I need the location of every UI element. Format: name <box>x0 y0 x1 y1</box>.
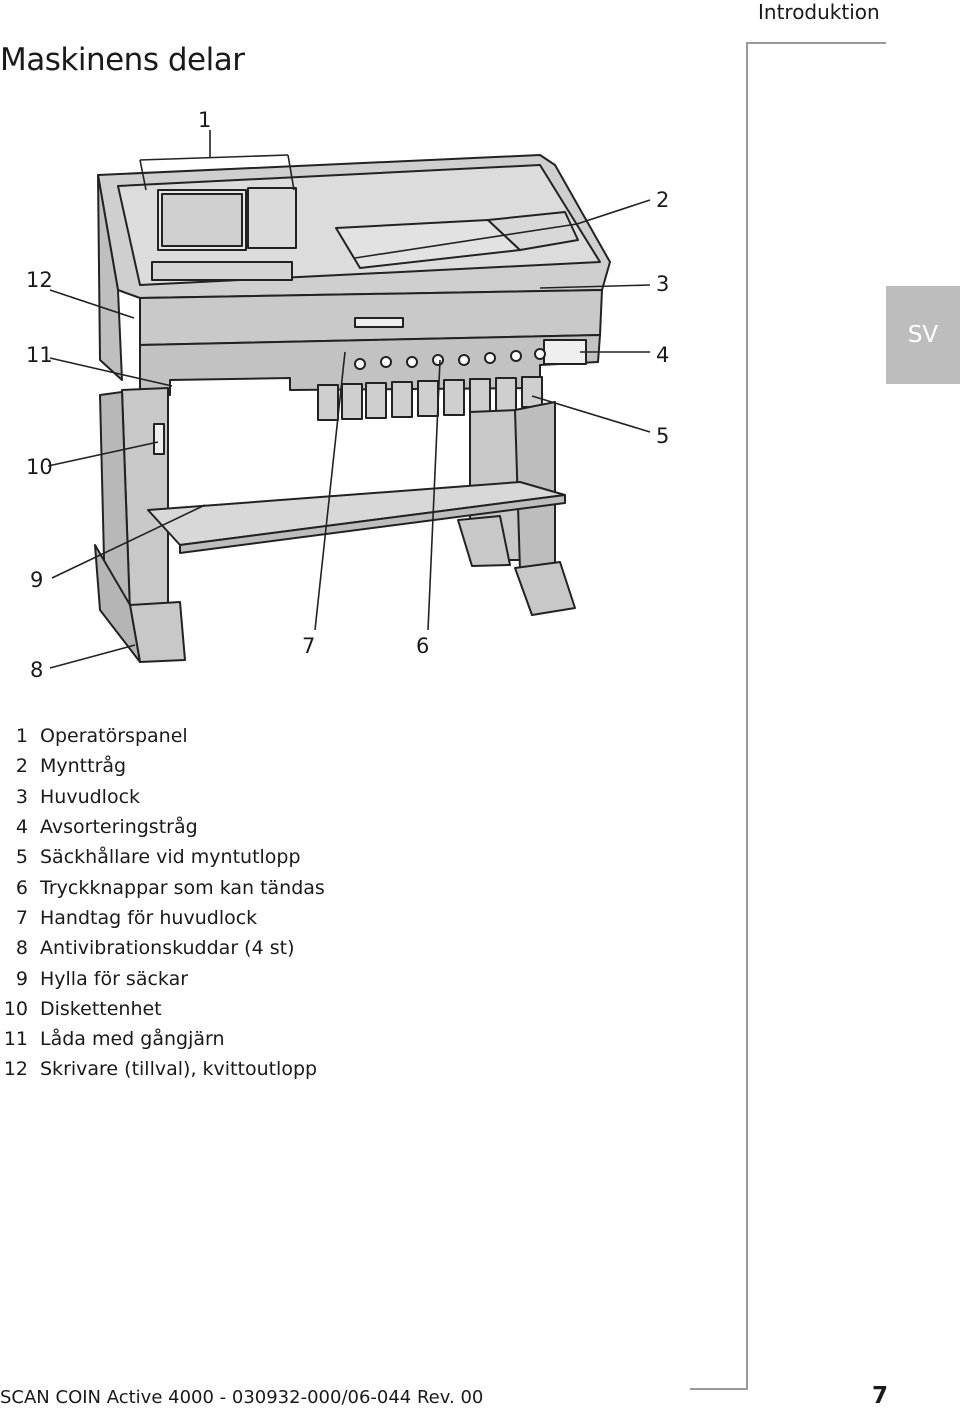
legend-number: 3 <box>15 785 28 808</box>
page-number: 7 <box>872 1383 889 1409</box>
legend-number: 6 <box>15 876 28 899</box>
legend-label: Handtag för huvudlock <box>40 906 258 929</box>
footer-doc-id: SCAN COIN Active 4000 - 030932-000/06-04… <box>0 1387 484 1408</box>
legend-number: 7 <box>15 906 28 929</box>
legend-label: Låda med gångjärn <box>40 1028 225 1051</box>
legend-label: Antivibrationskuddar (4 st) <box>40 937 295 960</box>
callout-11: 11 <box>26 343 53 367</box>
legend-label: Hylla för säckar <box>40 967 189 990</box>
language-tab: SV <box>886 286 960 384</box>
legend-number: 5 <box>15 846 28 869</box>
frame-bottom-line <box>690 1388 748 1390</box>
legend-number: 4 <box>15 816 28 839</box>
legend-label: Mynttråg <box>40 755 127 778</box>
callout-6: 6 <box>416 634 430 658</box>
legend-item: 11 Låda med gångjärn <box>0 1024 520 1054</box>
legend-item: 4 Avsorteringstråg <box>0 812 520 842</box>
parts-legend: 1 Operatörspanel 2 Mynttråg 3 Huvudlock 4 Av… <box>0 721 520 1085</box>
legend-item: 7 Handtag för huvudlock <box>0 903 520 933</box>
callout-10: 10 <box>26 455 53 479</box>
callout-5: 5 <box>656 424 670 448</box>
page-title: Maskinens delar <box>0 42 245 78</box>
legend-number: 2 <box>15 755 28 778</box>
legend-label: Huvudlock <box>40 785 141 808</box>
legend-label: Avsorteringstråg <box>40 816 198 839</box>
legend-item: 12 Skrivare (tillval), kvittoutlopp <box>0 1054 520 1084</box>
legend-item: 5 Säckhållare vid myntutlopp <box>0 842 520 872</box>
legend-item: 6 Tryckknappar som kan tändas <box>0 872 520 902</box>
machine-illustration <box>47 130 651 669</box>
callout-2: 2 <box>656 188 670 212</box>
legend-number: 12 <box>3 1058 28 1081</box>
callout-4: 4 <box>656 343 670 367</box>
legend-label: Skrivare (tillval), kvittoutlopp <box>40 1058 318 1081</box>
legend-number: 1 <box>15 725 28 748</box>
callout-1: 1 <box>198 108 212 132</box>
legend-number: 9 <box>15 967 28 990</box>
legend-label: Säckhållare vid myntutlopp <box>40 846 301 869</box>
legend-label: Tryckknappar som kan tändas <box>40 876 325 899</box>
legend-label: Operatörspanel <box>40 725 188 748</box>
legend-item: 9 Hylla för säckar <box>0 963 520 993</box>
running-header: Introduktion <box>758 0 880 24</box>
legend-number: 8 <box>15 937 28 960</box>
callout-8: 8 <box>30 658 44 682</box>
callout-3: 3 <box>656 272 670 296</box>
callout-9: 9 <box>30 568 44 592</box>
legend-item: 8 Antivibrationskuddar (4 st) <box>0 933 520 963</box>
legend-item: 10 Diskettenhet <box>0 994 520 1024</box>
legend-item: 1 Operatörspanel <box>0 721 520 751</box>
legend-number: 10 <box>3 997 28 1020</box>
legend-label: Diskettenhet <box>40 997 162 1020</box>
legend-item: 2 Mynttråg <box>0 751 520 781</box>
frame-top-line <box>746 42 886 44</box>
callout-7: 7 <box>302 634 316 658</box>
legend-number: 11 <box>3 1028 28 1051</box>
legend-item: 3 Huvudlock <box>0 782 520 812</box>
callout-12: 12 <box>26 268 53 292</box>
frame-vertical-line <box>746 42 748 1390</box>
